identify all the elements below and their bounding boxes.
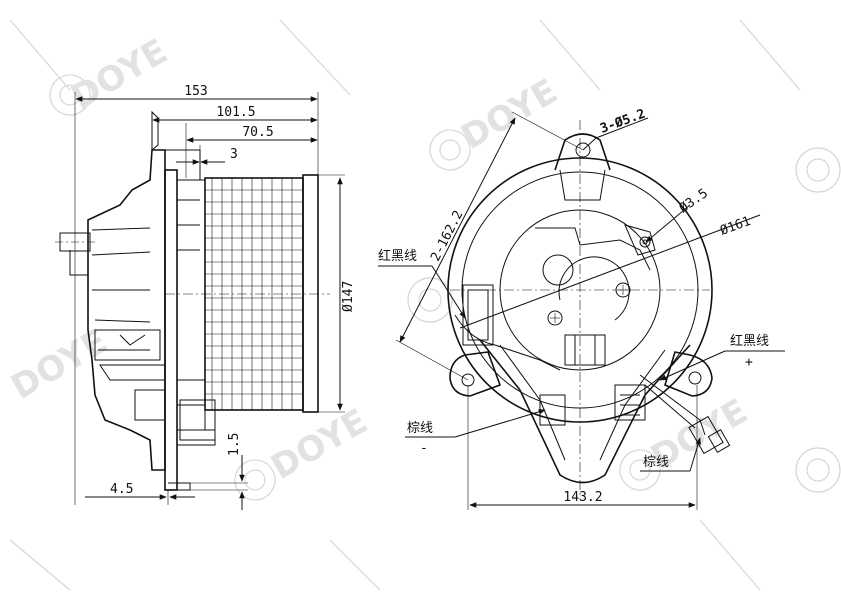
watermark-text: DOYE bbox=[455, 71, 565, 158]
watermark-layer: DOYE DOYE DOYE DOYE DOYE bbox=[5, 19, 841, 591]
motor-housing bbox=[87, 149, 166, 471]
watermark-logo-icon bbox=[795, 147, 841, 193]
dim-leader-circle bbox=[459, 214, 761, 329]
watermark-text: DOYE bbox=[5, 321, 115, 408]
right-mounting-ear bbox=[664, 351, 713, 397]
left-mounting-ear bbox=[449, 351, 502, 397]
watermark-text: DOYE bbox=[65, 31, 175, 118]
dim-wheel-length: 101.5 bbox=[216, 105, 255, 120]
wire-brown-left-label: 棕线 bbox=[407, 421, 433, 436]
connector-block bbox=[564, 334, 606, 366]
screw-icon bbox=[615, 282, 631, 298]
dim-wheel-width: 70.5 bbox=[242, 125, 273, 140]
dim-diameter: Ø147 bbox=[341, 281, 356, 312]
dim-line-pitch bbox=[399, 117, 516, 343]
side-view: 153 101.5 70.5 3 Ø147 bbox=[55, 84, 356, 510]
top-mounting-ear bbox=[554, 133, 611, 171]
wire-harness bbox=[639, 374, 706, 436]
dim-pitch: 2-162.2 bbox=[428, 208, 466, 264]
dim-base: 4.5 bbox=[110, 482, 133, 497]
mounting-hole-top bbox=[575, 142, 591, 158]
watermark-text: DOYE bbox=[265, 401, 375, 488]
dim-flange: 1.5 bbox=[227, 433, 242, 456]
screw-icon bbox=[547, 310, 563, 326]
front-view: 3-Ø5.2 Ø3.5 Ø161 2-162.2 143.2 红黑线 红黑线 +… bbox=[378, 107, 785, 510]
dim-hole-circle: Ø161 bbox=[718, 214, 753, 239]
lower-bracket bbox=[479, 339, 691, 484]
dim-offset: 3 bbox=[230, 147, 238, 162]
dim-leader-holes bbox=[582, 137, 597, 151]
dim-hole-small: Ø3.5 bbox=[677, 186, 711, 216]
watermark-logo-icon bbox=[619, 449, 661, 491]
wire-right-sign: + bbox=[745, 355, 753, 370]
mounting-hole-small bbox=[639, 236, 651, 248]
wire-right-label: 红黑线 bbox=[730, 333, 769, 349]
dim-leader-small-hole bbox=[645, 204, 691, 243]
wire-left-label: 红黑线 bbox=[378, 248, 417, 264]
mounting-flange bbox=[164, 169, 178, 491]
watermark-logo-icon bbox=[795, 447, 841, 493]
dim-overall-length: 153 bbox=[184, 84, 207, 99]
dim-holes: 3-Ø5.2 bbox=[598, 107, 647, 137]
dim-width: 143.2 bbox=[563, 490, 602, 505]
mounting-hole-right bbox=[688, 371, 702, 385]
wire-brown-left-sign: - bbox=[420, 441, 428, 456]
wire-brown-right-label: 棕线 bbox=[643, 455, 669, 470]
hub-circle bbox=[542, 254, 574, 286]
